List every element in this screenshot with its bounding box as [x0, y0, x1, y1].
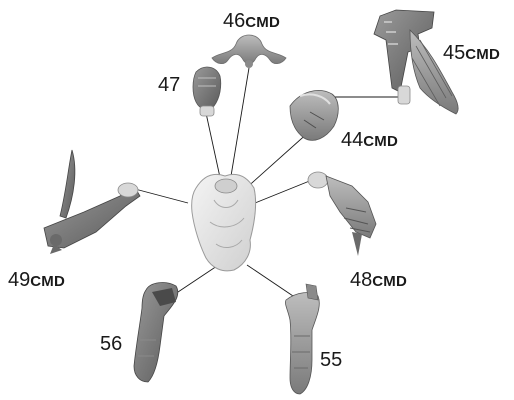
label-part-56: 56 — [100, 334, 122, 354]
part-number-46: 46 — [223, 10, 245, 32]
part-49-sword-arm — [44, 150, 140, 254]
label-part-44: 44CMD — [341, 130, 398, 150]
leader-line-46 — [230, 68, 249, 182]
part-47-head — [193, 67, 221, 116]
label-part-47: 47 — [158, 75, 180, 95]
part-number-56: 56 — [100, 333, 122, 355]
part-suffix-44: CMD — [363, 133, 398, 150]
part-number-45: 45 — [443, 42, 465, 64]
part-suffix-45: CMD — [465, 46, 500, 63]
leader-line-44 — [244, 131, 310, 190]
part-56-leg — [134, 283, 178, 382]
part-48-clawed-arm — [308, 172, 376, 256]
leader-line-56 — [172, 264, 220, 296]
torso-part — [192, 174, 256, 271]
part-suffix-48: CMD — [372, 273, 407, 290]
part-number-44: 44 — [341, 129, 363, 151]
leader-lines — [135, 68, 402, 298]
part-44-shoulder — [290, 90, 338, 140]
leader-line-47 — [206, 113, 221, 182]
part-number-47: 47 — [158, 74, 180, 96]
label-part-45: 45CMD — [443, 43, 500, 63]
part-suffix-49: CMD — [30, 273, 65, 290]
label-part-55: 55 — [320, 350, 342, 370]
label-part-48: 48CMD — [350, 270, 407, 290]
part-number-49: 49 — [8, 269, 30, 291]
part-55-leg — [285, 284, 319, 394]
label-part-46: 46CMD — [223, 11, 280, 31]
leader-line-49 — [135, 189, 188, 203]
leader-line-48 — [255, 180, 312, 203]
part-46-crest — [212, 35, 286, 68]
leader-line-55 — [247, 265, 296, 298]
part-number-55: 55 — [320, 349, 342, 371]
part-suffix-46: CMD — [245, 14, 280, 31]
part-number-48: 48 — [350, 269, 372, 291]
label-part-49: 49CMD — [8, 270, 65, 290]
